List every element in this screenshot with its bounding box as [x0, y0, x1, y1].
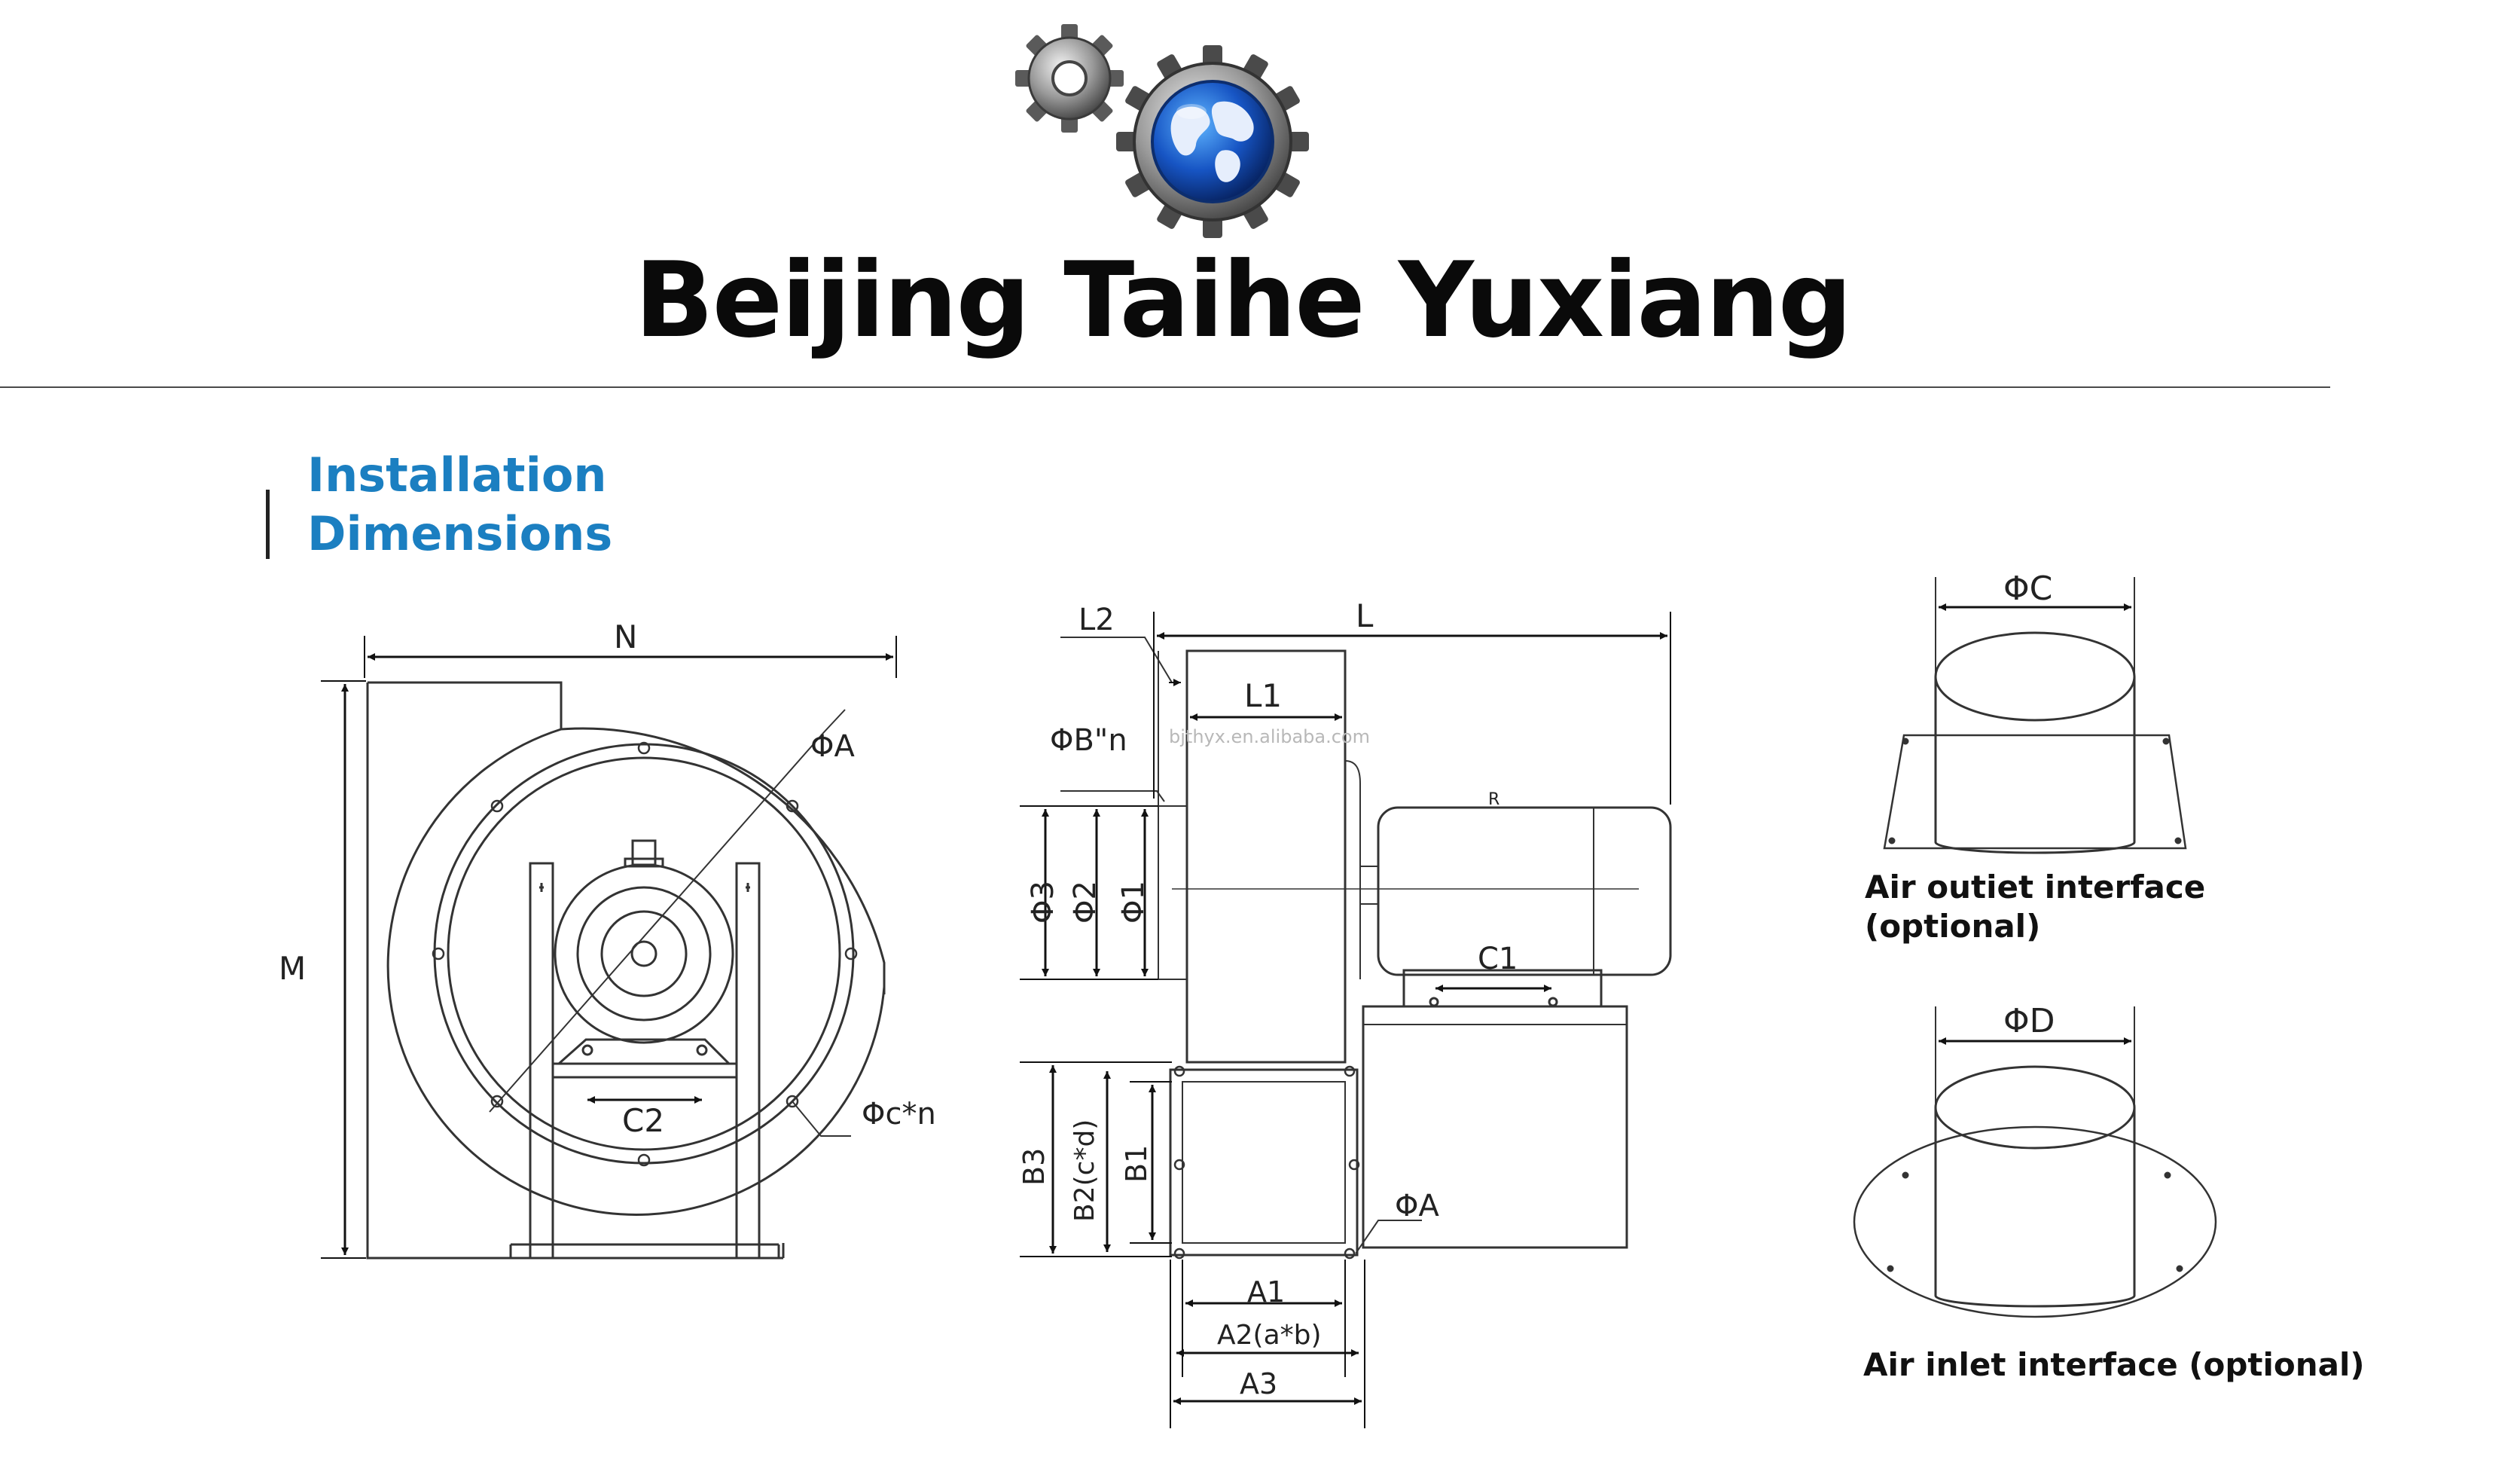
label-C1: C1 — [1478, 942, 1518, 976]
label-phi1: Φ1 — [1116, 881, 1151, 924]
header-divider — [0, 386, 2330, 388]
label-L2: L2 — [1078, 603, 1115, 637]
section-title-line1: Installation — [307, 447, 607, 502]
outlet-caption: Air outiet interface (optional) — [1865, 868, 2205, 946]
fan-scroll-housing — [366, 681, 886, 1260]
label-L: L — [1356, 597, 1374, 634]
label-B3: B3 — [1017, 1148, 1051, 1186]
outlet-interface-drawing — [1883, 577, 2187, 854]
label-phi3: Φ3 — [1026, 881, 1060, 924]
section-title: Installation Dimensions — [307, 446, 612, 563]
label-phiC: ΦC — [2003, 570, 2052, 608]
company-name: Beijing Taihe Yuxiang — [634, 240, 1852, 361]
flange-bolt-holes — [432, 741, 858, 1167]
label-B1: B1 — [1120, 1145, 1153, 1183]
label-phi2: Φ2 — [1068, 881, 1103, 924]
label-R: R — [1488, 790, 1499, 809]
label-M: M — [279, 950, 306, 987]
small-gear-icon — [1015, 24, 1124, 133]
outlet-caption-line1: Air outiet interface — [1865, 869, 2206, 905]
section-accent-bar — [266, 490, 270, 559]
label-A2: A2(a*b) — [1217, 1320, 1322, 1351]
label-C2: C2 — [622, 1102, 664, 1139]
label-phiB-n: ΦB"n — [1050, 723, 1127, 758]
fan-housing-side — [1185, 649, 1347, 1064]
label-L1: L1 — [1244, 677, 1282, 714]
motor-side — [1377, 806, 1672, 976]
globe-gear-icon — [1116, 45, 1309, 238]
label-A1: A1 — [1247, 1275, 1285, 1309]
label-N: N — [614, 618, 637, 655]
watermark: bjthyx.en.alibaba.com — [1169, 726, 1370, 747]
inlet-caption-text: Air inlet interface (optional) — [1863, 1346, 2365, 1383]
label-A3: A3 — [1240, 1367, 1277, 1400]
label-phiA-front: ΦA — [810, 729, 855, 764]
inlet-caption: Air inlet interface (optional) — [1863, 1345, 2365, 1385]
label-phic-n: Φc*n — [862, 1097, 936, 1131]
outlet-caption-line2: (optional) — [1865, 908, 2041, 945]
company-logo — [1015, 24, 1309, 238]
section-title-line2: Dimensions — [307, 506, 613, 561]
label-B2: B2(c*d) — [1069, 1119, 1100, 1222]
diameter-line — [489, 709, 846, 1113]
label-phiA-side: ΦA — [1395, 1189, 1439, 1223]
inlet-interface-drawing — [1853, 1006, 2217, 1318]
label-phiD: ΦD — [2003, 1002, 2055, 1040]
